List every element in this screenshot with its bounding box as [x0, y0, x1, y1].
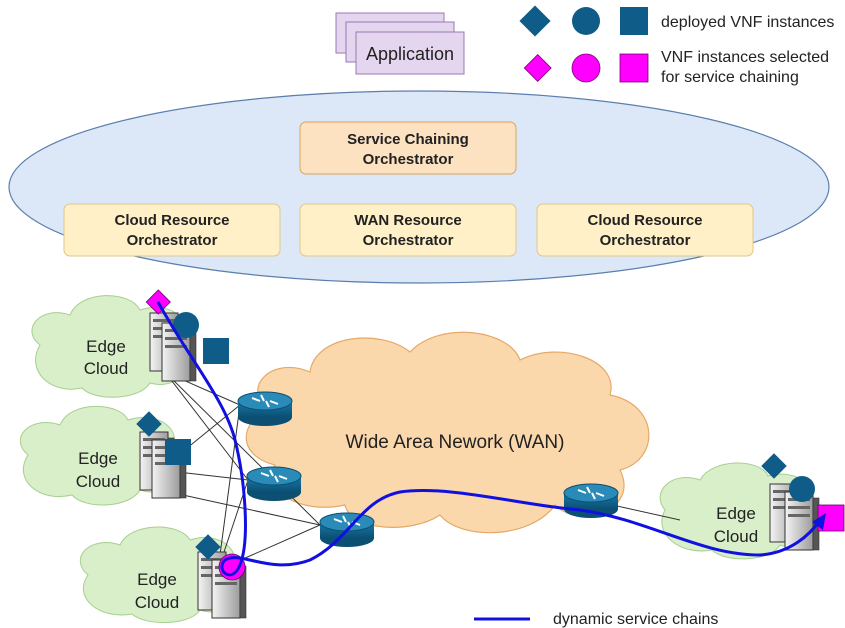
- svg-text:Orchestrator: Orchestrator: [127, 232, 218, 249]
- svg-text:Cloud Resource: Cloud Resource: [587, 212, 702, 229]
- vnf-deployed-circle-icon: [173, 312, 199, 338]
- application-stack: Application: [335, 12, 465, 75]
- vnf-deployed-diamond-icon: [136, 411, 162, 437]
- vnf-deployed-circle-icon: [789, 476, 815, 502]
- legend-selected-label-line1: VNF instances selected: [661, 49, 829, 66]
- svg-text:Edge: Edge: [78, 449, 118, 468]
- svg-text:Cloud Resource: Cloud Resource: [114, 212, 229, 229]
- svg-text:Edge: Edge: [86, 337, 126, 356]
- application-label: Application: [366, 44, 454, 64]
- svg-text:Cloud: Cloud: [84, 359, 128, 378]
- cloud-resource-orchestrator-left: Cloud Resource Orchestrator: [63, 203, 281, 257]
- cloud-resource-orchestrator-right: Cloud Resource Orchestrator: [536, 203, 754, 257]
- vnf-deployed-diamond-icon: [761, 453, 787, 479]
- edge-cloud-1: Edge Cloud: [31, 295, 189, 398]
- svg-text:Edge: Edge: [716, 504, 756, 523]
- svg-text:Orchestrator: Orchestrator: [600, 232, 691, 249]
- wan-resource-orchestrator: WAN Resource Orchestrator: [299, 203, 517, 257]
- router-2-icon: [246, 466, 302, 502]
- legend-deployed-diamond-icon: [519, 5, 551, 37]
- router-1-icon: [237, 391, 293, 427]
- vnf-deployed-square-icon: [165, 439, 191, 465]
- dynamic-service-chain: [156, 301, 822, 577]
- wan-cloud-label: Wide Area Nework (WAN): [346, 432, 565, 453]
- vnf-deployed-diamond-icon: [195, 534, 221, 560]
- svg-text:Cloud: Cloud: [714, 527, 758, 546]
- svg-text:Service Chaining: Service Chaining: [347, 131, 469, 148]
- svg-text:Cloud: Cloud: [76, 472, 120, 491]
- legend-deployed-square-icon: [620, 7, 648, 35]
- legend-chain-label: dynamic service chains: [553, 611, 718, 628]
- vnf-deployed-square-icon: [203, 338, 229, 364]
- svg-text:Orchestrator: Orchestrator: [363, 151, 454, 168]
- legend-deployed-circle-icon: [572, 7, 600, 35]
- svg-text:Orchestrator: Orchestrator: [363, 232, 454, 249]
- svg-text:Cloud: Cloud: [135, 593, 179, 612]
- svg-text:WAN Resource: WAN Resource: [354, 212, 462, 229]
- legend-selected-circle-icon: [571, 53, 601, 83]
- legend-deployed-label: deployed VNF instances: [661, 14, 834, 31]
- wan-cloud: Wide Area Nework (WAN): [245, 331, 650, 534]
- svg-text:Edge: Edge: [137, 570, 177, 589]
- legend-selected-square-icon: [619, 53, 649, 83]
- legend-selected-label-line2: for service chaining: [661, 69, 799, 86]
- service-chaining-orchestrator: Service Chaining Orchestrator: [299, 121, 517, 175]
- chain-arrowhead-icon: [812, 513, 826, 530]
- legend-selected-diamond-icon: [523, 53, 552, 83]
